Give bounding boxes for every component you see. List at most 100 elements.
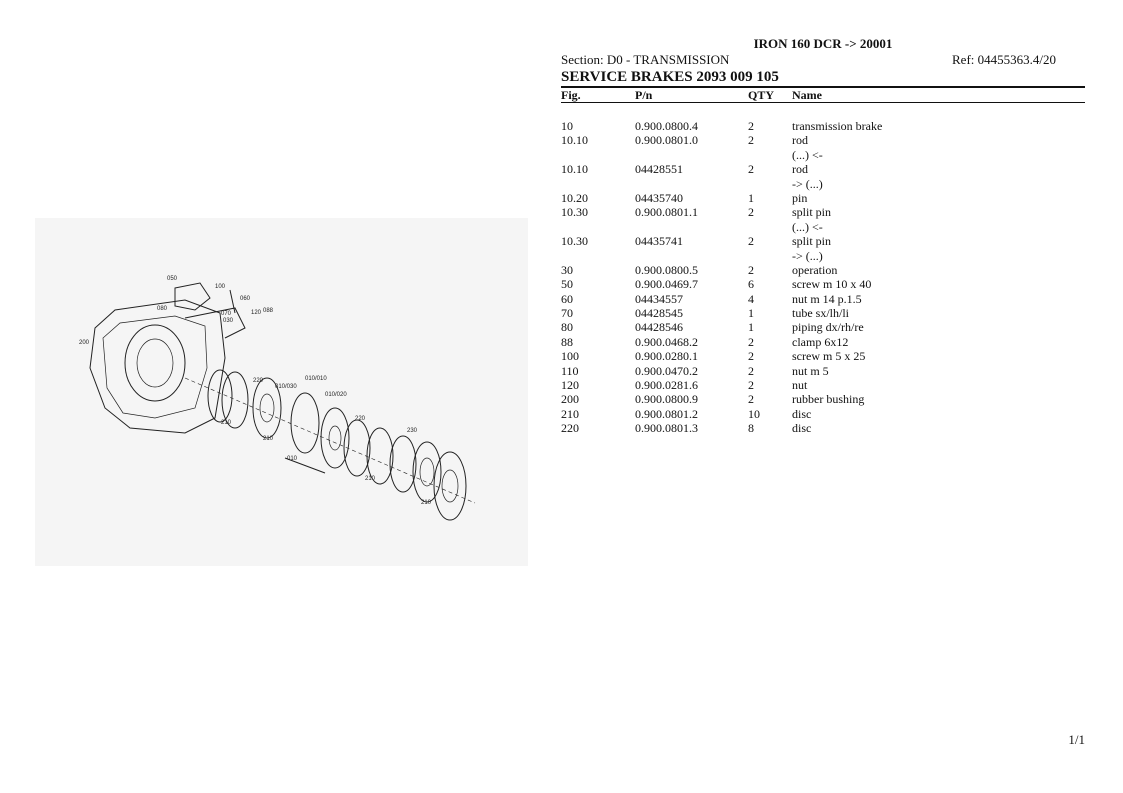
qty-cell xyxy=(748,220,792,234)
callout-label: 010 xyxy=(287,456,298,462)
part-number-cell: 04435741 xyxy=(635,234,683,249)
part-number-cell: 0.900.0801.1 xyxy=(635,205,698,220)
name-cell: transmission brake xyxy=(792,119,883,133)
callout-label: 050 xyxy=(167,276,178,282)
callout-label: 010/010 xyxy=(305,376,327,382)
fig-cell: 50 xyxy=(561,277,573,292)
fig-cell: 10.30 xyxy=(561,205,588,220)
fig-cell: 10.10 xyxy=(561,162,588,177)
callout-label: 210 xyxy=(263,436,274,442)
qty-cell: 2 xyxy=(748,205,754,220)
part-number-cell: 0.900.0470.2 xyxy=(635,363,698,378)
callout-label: 220 xyxy=(355,416,366,422)
callout-label: 210 xyxy=(221,420,232,426)
column-header-fig: Fig. xyxy=(561,88,581,102)
fig-cell: 80 xyxy=(561,320,573,335)
part-number-cell: 04428551 xyxy=(635,162,683,177)
name-cell: -> (...) xyxy=(792,248,823,263)
part-number-cell: 0.900.0468.2 xyxy=(635,334,698,349)
qty-cell: 1 xyxy=(748,306,754,321)
column-header-part-number: P/n xyxy=(635,88,653,102)
callout-label: 010/020 xyxy=(325,392,347,398)
fig-cell: 110 xyxy=(561,363,579,378)
callout-label: 070 xyxy=(221,311,232,317)
name-cell: split pin xyxy=(792,234,832,249)
callout-label: 230 xyxy=(407,428,418,434)
name-cell: screw m 10 x 40 xyxy=(792,277,872,292)
part-number-cell: 04428546 xyxy=(635,320,683,335)
column-header-name: Name xyxy=(792,88,822,102)
name-cell: disc xyxy=(792,406,812,421)
name-cell: -> (...) xyxy=(792,176,823,191)
name-cell: operation xyxy=(792,262,838,277)
document-header: IRON 160 DCR -> 20001 Section: D0 - TRAN… xyxy=(561,36,1085,103)
part-number-cell xyxy=(635,249,748,263)
part-number-cell xyxy=(635,177,748,191)
fig-cell: 60 xyxy=(561,291,573,306)
name-cell: clamp 6x12 xyxy=(792,334,849,349)
callout-label: 088 xyxy=(263,308,274,314)
qty-cell: 1 xyxy=(748,320,754,335)
qty-cell xyxy=(748,148,792,162)
brake-assembly-drawing: 050 100 060 080 070 030 120 088 200 220 … xyxy=(79,276,476,521)
callout-label: 200 xyxy=(79,340,90,346)
callout-label: 120 xyxy=(251,310,262,316)
name-cell: rubber bushing xyxy=(792,392,865,407)
part-number-cell xyxy=(635,148,748,162)
part-number-cell: 0.900.0800.4 xyxy=(635,119,698,133)
name-cell: split pin xyxy=(792,205,832,220)
callout-label: 210 xyxy=(421,500,432,506)
name-cell: tube sx/lh/li xyxy=(792,306,849,321)
fig-cell xyxy=(561,177,635,191)
fig-cell: 10.30 xyxy=(561,234,588,249)
name-cell: nut m 5 xyxy=(792,363,829,378)
part-number-cell: 0.900.0801.3 xyxy=(635,421,698,436)
qty-cell: 8 xyxy=(748,421,754,436)
qty-cell: 6 xyxy=(748,277,754,292)
fig-cell: 200 xyxy=(561,392,579,407)
qty-cell: 2 xyxy=(748,334,754,349)
part-number-cell: 04434557 xyxy=(635,291,683,306)
callout-label: 030 xyxy=(223,318,234,324)
callout-label: 210 xyxy=(365,476,376,482)
qty-cell: 10 xyxy=(748,406,760,421)
part-number-cell: 0.900.0280.1 xyxy=(635,349,698,364)
name-cell: rod xyxy=(792,133,808,148)
callout-label: 060 xyxy=(240,296,251,302)
group-title: SERVICE BRAKES 2093 009 105 xyxy=(561,69,779,85)
table-row: -> (...) xyxy=(561,177,1085,191)
page-number: 1/1 xyxy=(1068,732,1085,747)
header-divider xyxy=(561,86,1085,88)
qty-cell: 2 xyxy=(748,392,754,407)
qty-cell: 2 xyxy=(748,162,754,177)
part-number-cell: 0.900.0281.6 xyxy=(635,378,698,393)
table-row: (...) <- xyxy=(561,220,1085,234)
qty-cell xyxy=(748,177,792,191)
table-row: -> (...) xyxy=(561,249,1085,263)
fig-cell: 88 xyxy=(561,334,573,349)
qty-cell: 1 xyxy=(748,190,754,205)
table-row: (...) <- xyxy=(561,148,1085,162)
table-row: 10.30 0.900.0801.1 2 split pin xyxy=(561,205,1085,219)
name-cell: nut m 14 p.1.5 xyxy=(792,291,862,306)
callout-label: 220 xyxy=(253,378,264,384)
name-cell: (...) <- xyxy=(792,147,823,162)
qty-cell xyxy=(748,249,792,263)
fig-cell: 210 xyxy=(561,406,579,421)
name-cell: rod xyxy=(792,162,808,177)
qty-cell: 2 xyxy=(748,378,754,393)
name-cell: (...) <- xyxy=(792,219,823,234)
qty-cell: 4 xyxy=(748,291,754,306)
